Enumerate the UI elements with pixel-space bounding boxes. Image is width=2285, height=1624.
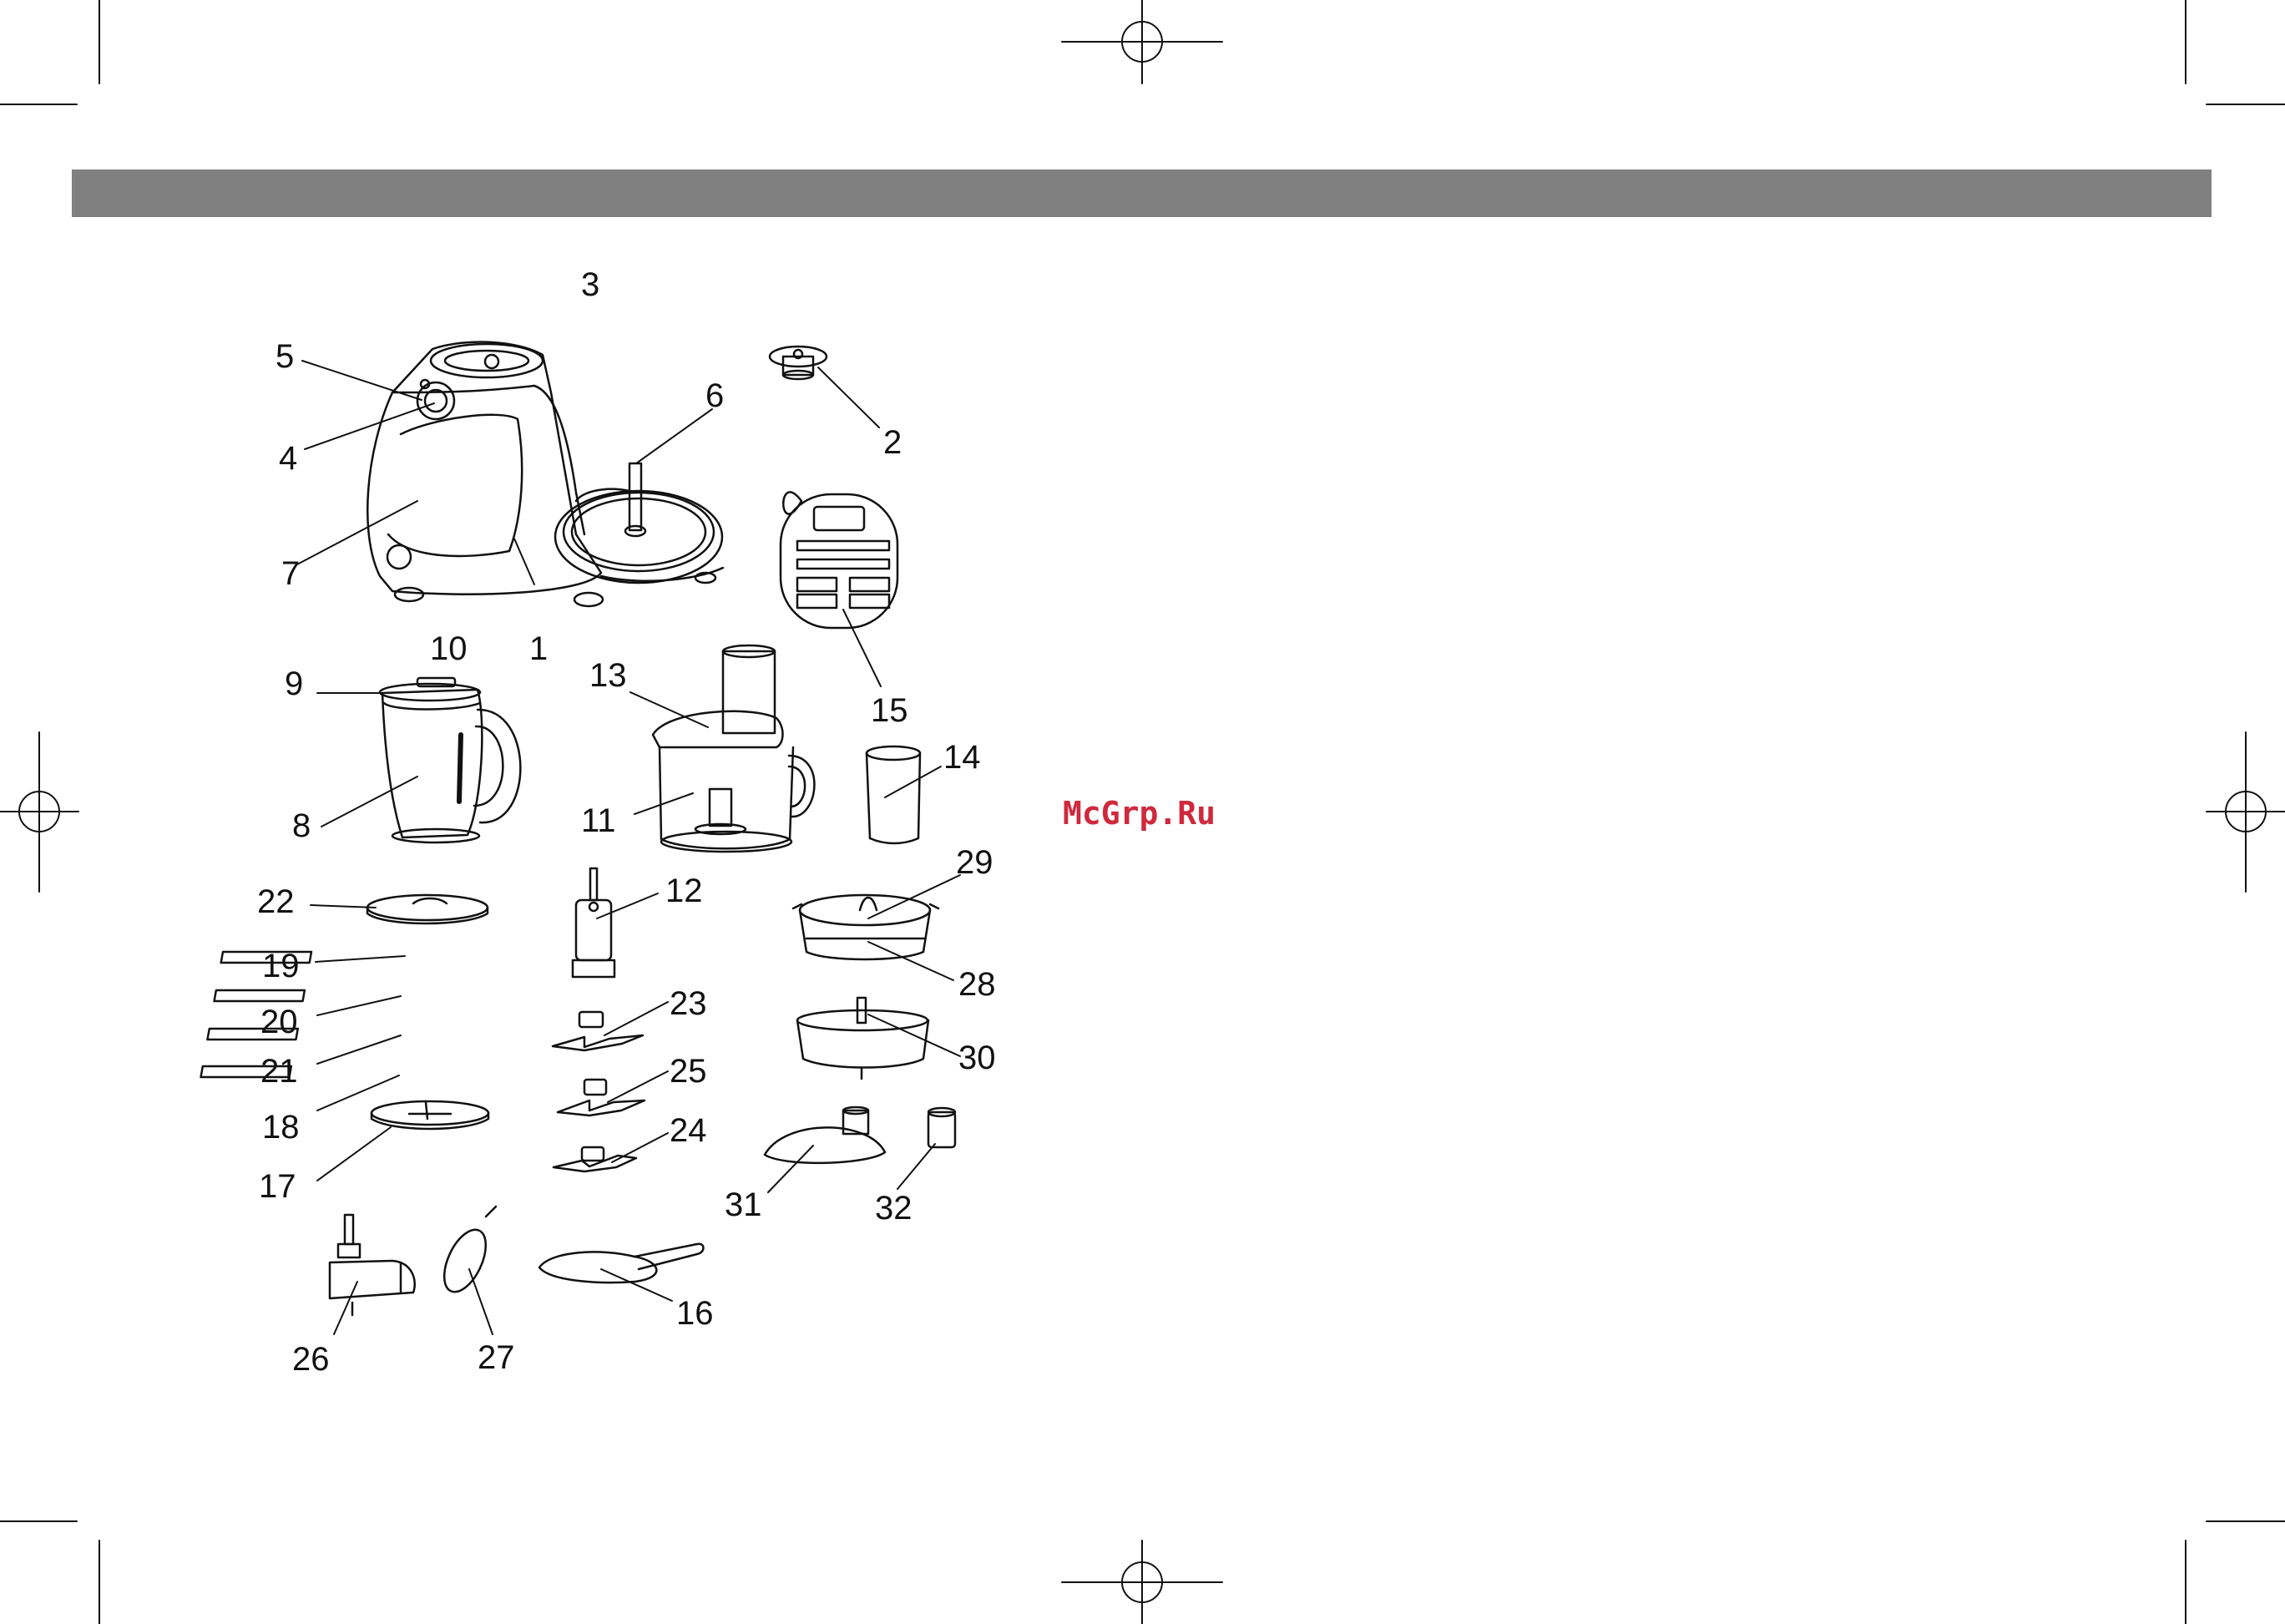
callout-19: 19 bbox=[262, 948, 300, 984]
cylinder-pusher-illustration bbox=[867, 746, 920, 843]
watermark-text: McGrp.Ru bbox=[1063, 795, 1216, 832]
callout-10: 10 bbox=[430, 630, 468, 667]
callout-6: 6 bbox=[705, 377, 724, 414]
citrus-juicer-illustration bbox=[793, 895, 938, 959]
callout-5: 5 bbox=[276, 338, 294, 375]
callout-numbers: 1 2 3 4 5 6 7 8 9 10 11 12 13 14 15 16 1… bbox=[257, 266, 996, 1378]
control-panel-illustration bbox=[781, 492, 897, 628]
callout-25: 25 bbox=[670, 1053, 707, 1090]
registration-mark-left bbox=[0, 732, 78, 892]
motor-base-illustration bbox=[367, 342, 723, 606]
callout-28: 28 bbox=[958, 966, 996, 1003]
callout-26: 26 bbox=[292, 1341, 330, 1378]
callout-8: 8 bbox=[292, 807, 311, 844]
measuring-cup-illustration bbox=[928, 1108, 955, 1147]
callout-16: 16 bbox=[676, 1295, 714, 1332]
chopping-blades-illustration bbox=[553, 1012, 645, 1171]
callout-20: 20 bbox=[260, 1004, 298, 1040]
callout-23: 23 bbox=[670, 985, 707, 1022]
callout-17: 17 bbox=[259, 1168, 296, 1205]
callout-12: 12 bbox=[665, 873, 703, 909]
callout-29: 29 bbox=[956, 844, 993, 881]
callout-3: 3 bbox=[581, 266, 599, 303]
callout-18: 18 bbox=[262, 1109, 300, 1146]
callout-31: 31 bbox=[725, 1186, 762, 1223]
callout-15: 15 bbox=[871, 692, 908, 729]
slicing-disks-illustration bbox=[201, 895, 488, 1129]
callout-4: 4 bbox=[279, 440, 297, 477]
juicer-cover-illustration bbox=[765, 1107, 885, 1163]
callout-14: 14 bbox=[943, 739, 981, 776]
callout-13: 13 bbox=[589, 657, 627, 694]
header-bar bbox=[72, 169, 2212, 217]
registration-mark-bottom bbox=[1062, 1541, 1222, 1624]
callout-11: 11 bbox=[581, 802, 616, 839]
blender-jug-illustration bbox=[380, 678, 520, 842]
callout-1: 1 bbox=[529, 630, 548, 667]
callout-22: 22 bbox=[257, 883, 295, 920]
food-bowl-illustration bbox=[653, 645, 814, 852]
registration-mark-right bbox=[2207, 732, 2285, 892]
drive-shaft-illustration bbox=[573, 868, 614, 977]
pusher-cap-illustration bbox=[770, 347, 827, 379]
callout-27: 27 bbox=[478, 1339, 515, 1376]
registration-mark-top bbox=[1062, 0, 1222, 83]
whisk-attachment-illustration bbox=[436, 1207, 496, 1298]
spatula-illustration bbox=[539, 1244, 704, 1283]
callout-32: 32 bbox=[875, 1190, 912, 1227]
callout-7: 7 bbox=[281, 555, 300, 592]
callout-9: 9 bbox=[285, 665, 303, 702]
callout-24: 24 bbox=[670, 1112, 707, 1149]
strainer-basket-illustration bbox=[797, 998, 928, 1079]
callout-2: 2 bbox=[883, 424, 902, 461]
gearbox-attachment-illustration bbox=[330, 1215, 415, 1315]
callout-21: 21 bbox=[260, 1053, 298, 1090]
callout-30: 30 bbox=[958, 1040, 996, 1076]
